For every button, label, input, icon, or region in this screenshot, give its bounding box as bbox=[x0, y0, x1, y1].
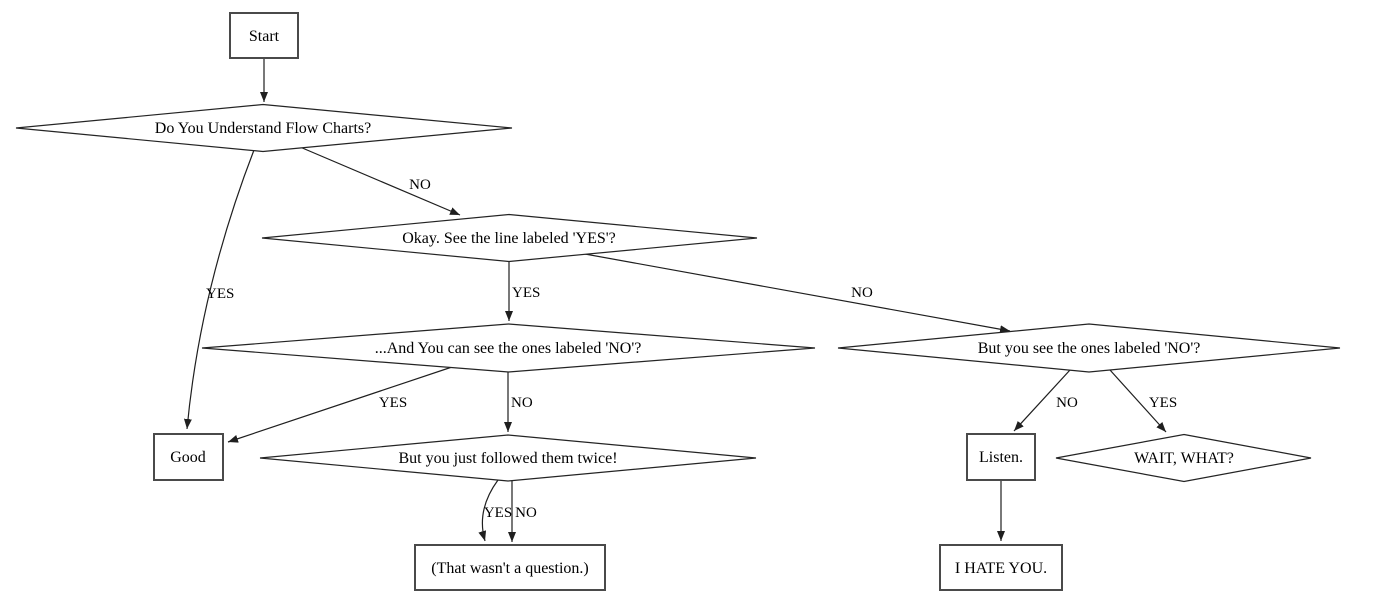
hate-label: I HATE YOU. bbox=[955, 560, 1047, 577]
and-see-diamond bbox=[201, 323, 816, 373]
wait-what-label: WAIT, WHAT? bbox=[1134, 450, 1234, 467]
edge-labels: NO YES YES NO YES NO YES NO NO YES bbox=[206, 177, 1177, 521]
node-listen: Listen. bbox=[966, 433, 1036, 481]
edges bbox=[183, 58, 1167, 542]
node-okay-see-line-yes: Okay. See the line labeled 'YES'? bbox=[261, 213, 758, 263]
node-start: Start bbox=[229, 12, 299, 59]
edge-label-understand-no: NO bbox=[409, 177, 431, 193]
edge-label-twice-yes: YES bbox=[484, 505, 512, 521]
node-good: Good bbox=[153, 433, 224, 481]
twice-label: But you just followed them twice! bbox=[398, 450, 617, 467]
edge-label-okay-no: NO bbox=[851, 285, 873, 301]
edge-label-understand-yes: YES bbox=[206, 286, 234, 302]
node-followed-twice: But you just followed them twice! bbox=[259, 434, 757, 482]
not-question-box bbox=[414, 544, 606, 591]
edge-label-see-no-yes: YES bbox=[1149, 395, 1177, 411]
listen-box bbox=[966, 433, 1036, 481]
edge-understand-no-to-okay bbox=[299, 146, 461, 216]
node-but-you-see-no: But you see the ones labeled 'NO'? bbox=[837, 323, 1341, 373]
wait-what-diamond bbox=[1055, 433, 1312, 483]
and-see-label: ...And You can see the ones labeled 'NO'… bbox=[375, 340, 642, 357]
hate-box bbox=[939, 544, 1063, 591]
edge-label-and-see-no: NO bbox=[511, 395, 533, 411]
edge-label-okay-yes: YES bbox=[512, 285, 540, 301]
see-no-diamond bbox=[837, 323, 1341, 373]
nodes: Start Do You Understand Flow Charts? Oka… bbox=[15, 12, 1341, 591]
node-not-a-question: (That wasn't a question.) bbox=[414, 544, 606, 591]
twice-diamond bbox=[259, 434, 757, 482]
good-box bbox=[153, 433, 224, 481]
node-wait-what: WAIT, WHAT? bbox=[1055, 433, 1312, 483]
edge-label-twice-no: NO bbox=[515, 505, 537, 521]
good-label: Good bbox=[170, 449, 206, 466]
node-i-hate-you: I HATE YOU. bbox=[939, 544, 1063, 591]
edge-understand-yes-to-good bbox=[183, 149, 255, 430]
okay-label: Okay. See the line labeled 'YES'? bbox=[402, 230, 616, 247]
edge-see-no-no-to-listen bbox=[1013, 369, 1071, 432]
okay-diamond bbox=[261, 213, 758, 263]
node-understand-flowcharts: Do You Understand Flow Charts? bbox=[15, 103, 513, 153]
node-and-see-ones-no: ...And You can see the ones labeled 'NO'… bbox=[201, 323, 816, 373]
edge-okay-no-to-see-no bbox=[584, 253, 1011, 334]
edge-and-see-yes-to-good bbox=[227, 366, 453, 443]
listen-label: Listen. bbox=[979, 449, 1023, 466]
understand-label: Do You Understand Flow Charts? bbox=[155, 120, 371, 137]
edge-see-no-yes-to-wait-what bbox=[1109, 369, 1167, 433]
edge-label-see-no-no: NO bbox=[1056, 395, 1078, 411]
start-label: Start bbox=[249, 28, 280, 45]
see-no-label: But you see the ones labeled 'NO'? bbox=[978, 340, 1201, 357]
start-box bbox=[229, 12, 299, 59]
understand-diamond bbox=[15, 103, 513, 153]
edge-label-and-see-yes: YES bbox=[379, 395, 407, 411]
edge-twice-yes-to-not-question bbox=[478, 479, 499, 542]
not-question-label: (That wasn't a question.) bbox=[431, 560, 589, 577]
